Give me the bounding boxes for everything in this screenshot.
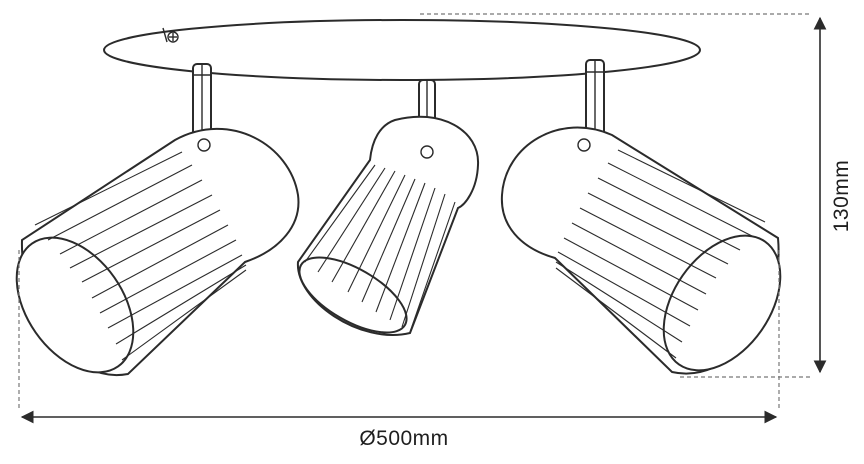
grounding-symbol-icon [162, 27, 179, 43]
shade-left-ribs [34, 151, 247, 361]
diameter-dimension: Ø500mm [18, 250, 780, 450]
shade-center-ribs [304, 164, 456, 333]
spotlight-left [15, 63, 300, 377]
shade-right [500, 126, 782, 375]
spotlight-center [296, 79, 480, 336]
diameter-label: Ø500mm [359, 427, 448, 450]
height-label: 130mm [830, 160, 853, 233]
stem-right [585, 59, 605, 147]
spotlight-right [500, 59, 782, 375]
ceiling-plate [103, 19, 701, 81]
shade-right-ribs [555, 149, 766, 359]
height-dimension: 130mm [420, 13, 853, 378]
shade-center [296, 115, 480, 336]
shade-left [15, 128, 300, 377]
